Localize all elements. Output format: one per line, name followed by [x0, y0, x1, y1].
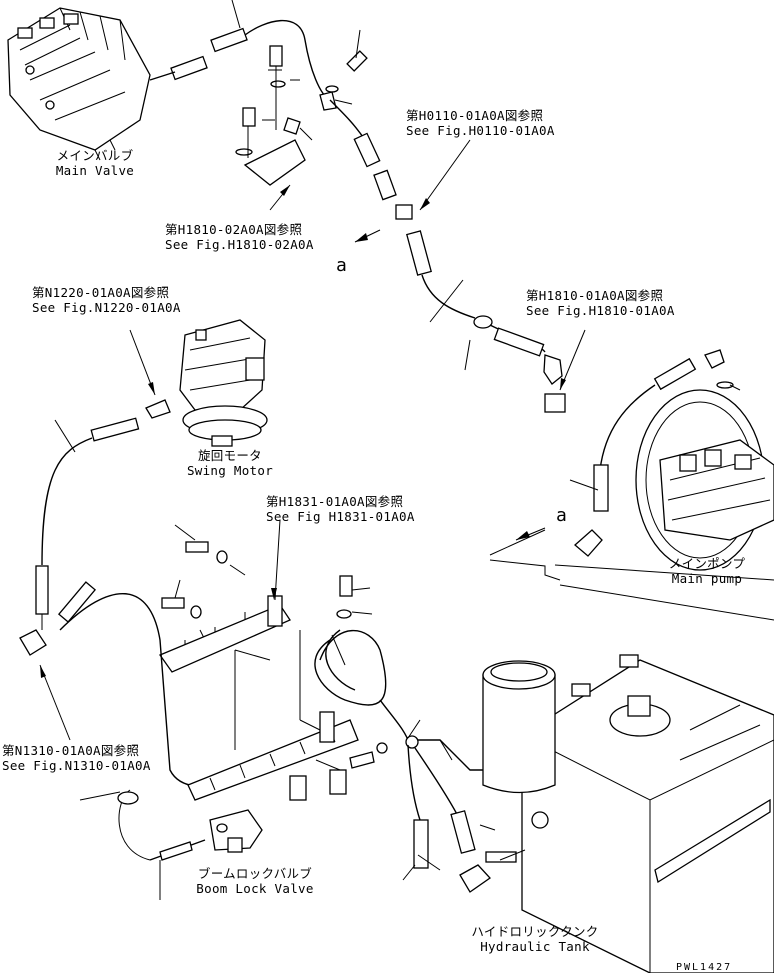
main-valve-drawing [7, 7, 151, 161]
ref-h0110-jp: 第H0110-01A0A図参照 [406, 108, 544, 123]
main-valve-label-en: Main Valve [55, 163, 135, 178]
boom-lock-valve-label: ブームロックバルブ Boom Lock Valve [180, 866, 330, 896]
ref-h1810-02: 第H1810-02A0A図参照 See Fig.H1810-02A0A [165, 222, 314, 252]
ref-h1831-jp: 第H1831-01A0A図参照 [266, 494, 404, 509]
swing-motor-label: 旋回モータ Swing Motor [160, 448, 300, 478]
drawing-code: PWL1427 [676, 962, 733, 973]
ref-n1310-en: See Fig.N1310-01A0A [2, 758, 151, 773]
boom-lock-valve-label-jp: ブームロックバルブ [197, 866, 313, 881]
hydraulic-tank-label: ハイドロリックタンク Hydraulic Tank [460, 924, 610, 954]
ref-h1810-02-en: See Fig.H1810-02A0A [165, 237, 314, 252]
swing-motor-label-jp: 旋回モータ [197, 448, 262, 463]
ref-n1310-jp: 第N1310-01A0A図参照 [2, 743, 140, 758]
boom-lock-valve-drawing [209, 809, 263, 853]
hydraulic-tank-label-en: Hydraulic Tank [480, 939, 590, 954]
ref-h1831-en: See Fig H1831-01A0A [266, 509, 415, 524]
main-valve-label-jp: メインバルブ [56, 148, 134, 163]
swing-motor-label-en: Swing Motor [186, 463, 274, 478]
ref-h1810-01: 第H1810-01A0A図参照 See Fig.H1810-01A0A [526, 288, 675, 318]
swing-motor-drawing [179, 319, 268, 447]
ref-h1810-02-jp: 第H1810-02A0A図参照 [165, 222, 303, 237]
connection-marker-a: a [336, 255, 348, 276]
ref-h1810-01-jp: 第H1810-01A0A図参照 [526, 288, 664, 303]
main-valve-label: メインバルブ Main Valve [45, 148, 145, 178]
hydraulic-tank-label-jp: ハイドロリックタンク [471, 924, 599, 939]
ref-h1831: 第H1831-01A0A図参照 See Fig H1831-01A0A [266, 494, 415, 524]
hydraulic-tank-drawing [482, 654, 774, 973]
ref-h0110-en: See Fig.H0110-01A0A [406, 123, 555, 138]
main-pump-label-jp: メインポンプ [668, 556, 746, 571]
ref-n1220: 第N1220-01A0A図参照 See Fig.N1220-01A0A [32, 285, 181, 315]
ref-h1810-01-en: See Fig.H1810-01A0A [526, 303, 675, 318]
main-pump-label: メインポンプ Main pump [652, 556, 762, 586]
ref-n1220-en: See Fig.N1220-01A0A [32, 300, 181, 315]
ref-h0110: 第H0110-01A0A図参照 See Fig.H0110-01A0A [406, 108, 555, 138]
main-pump-label-en: Main pump [671, 571, 743, 586]
connection-marker-a-2: a [556, 505, 568, 526]
ref-n1220-jp: 第N1220-01A0A図参照 [32, 285, 170, 300]
ref-n1310: 第N1310-01A0A図参照 See Fig.N1310-01A0A [2, 743, 151, 773]
main-pump-drawing [635, 389, 774, 571]
boom-lock-valve-label-en: Boom Lock Valve [196, 881, 314, 896]
